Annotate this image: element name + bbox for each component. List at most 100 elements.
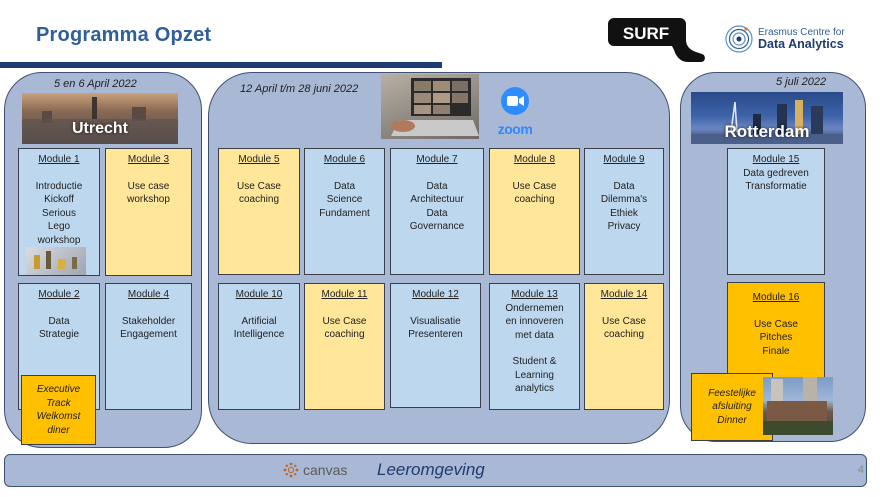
utrecht-image: Utrecht xyxy=(22,93,178,144)
module-16-title: Module 16 xyxy=(752,292,800,303)
module-line: coaching xyxy=(324,329,365,340)
executive-dinner-event[interactable]: Executive Track Welkomst diner xyxy=(21,375,96,445)
module-line: analytics xyxy=(515,383,554,394)
module-15-card[interactable]: Module 15 Data gedreven Transformatie xyxy=(727,148,825,275)
leeromgeving-label: Leeromgeving xyxy=(377,460,485,479)
canvas-logo-icon xyxy=(283,462,299,478)
rotterdam-city-label: Rotterdam xyxy=(724,122,810,141)
event-line: diner xyxy=(47,424,70,436)
module-line: Stakeholder xyxy=(121,315,176,327)
module-line: workshop xyxy=(37,234,81,246)
module-13-card[interactable]: Module 13 Ondernemen en innoveren met da… xyxy=(489,283,580,410)
module-line: Data gedreven xyxy=(743,167,809,179)
module-line: Data xyxy=(426,207,448,219)
module-14-card[interactable]: Module 14 Use Case coaching xyxy=(584,283,664,410)
module-line-gap xyxy=(490,342,579,355)
utrecht-skyline-icon xyxy=(22,97,178,144)
video-call-photo xyxy=(381,74,479,139)
rotterdam-skyline-icon xyxy=(691,100,843,144)
canvas-brand-text: canvas xyxy=(303,462,348,478)
module-line: Pitches xyxy=(759,332,793,343)
closing-dinner-event[interactable]: Feestelijke afsluiting Dinner xyxy=(691,373,773,441)
module-7-card[interactable]: Module 7 Data Architectuur Data Governan… xyxy=(390,148,484,275)
erasmus-logo: Erasmus Centre for Data Analytics xyxy=(724,22,864,56)
erasmus-line1: Erasmus Centre for xyxy=(758,27,845,38)
laptop-video-call-icon xyxy=(391,78,479,136)
module-line: Data xyxy=(333,180,356,192)
module-line: Fundament xyxy=(319,207,370,219)
canvas-brand: canvas xyxy=(283,462,347,478)
module-line: met data xyxy=(515,329,554,341)
zoom-wordmark: zoom xyxy=(497,121,533,137)
module-8-card[interactable]: Module 8 Use Case coaching xyxy=(489,148,580,275)
module-line: Transformatie xyxy=(745,181,807,192)
module-line: Finale xyxy=(762,345,790,357)
module-4-title: Module 4 xyxy=(127,289,170,300)
module-14-title: Module 14 xyxy=(600,289,648,300)
module-line: Science xyxy=(326,194,363,205)
canvas-learning-environment-bar[interactable]: canvas Leeromgeving 4 xyxy=(4,454,867,487)
zoom-camera-icon xyxy=(501,87,529,115)
module-line: Student & xyxy=(512,356,557,367)
module-3-title: Module 3 xyxy=(127,154,170,165)
module-6-card[interactable]: Module 6 Data Science Fundament xyxy=(304,148,385,275)
module-4-card[interactable]: Module 4 Stakeholder Engagement xyxy=(105,283,192,410)
module-line: Architectuur xyxy=(410,194,464,205)
rotterdam-date: 5 juli 2022 xyxy=(776,76,827,88)
module-12-card[interactable]: Module 12 Visualisatie Presenteren xyxy=(390,283,481,408)
module-8-title: Module 8 xyxy=(513,154,556,165)
module-9-card[interactable]: Module 9 Data Dilemma's Ethiek Privacy xyxy=(584,148,664,275)
venue-photo xyxy=(763,377,833,435)
module-line: Engagement xyxy=(120,329,177,340)
module-10-card[interactable]: Module 10 Artificial Intelligence xyxy=(218,283,300,410)
module-1-title: Module 1 xyxy=(38,154,80,165)
erasmus-line2: Data Analytics xyxy=(758,37,844,51)
module-11-card[interactable]: Module 11 Use Case coaching xyxy=(304,283,385,410)
module-line: workshop xyxy=(127,194,170,205)
module-line: en innoveren xyxy=(505,316,564,327)
module-3-card[interactable]: Module 3 Use case workshop xyxy=(105,148,192,276)
module-line: Artificial xyxy=(241,315,277,327)
module-line: Use Case xyxy=(237,180,281,192)
title-divider xyxy=(0,62,442,68)
module-line: Data xyxy=(48,315,70,327)
module-2-title: Module 2 xyxy=(38,289,80,300)
module-line: Ondernemen xyxy=(505,302,564,314)
utrecht-date: 5 en 6 April 2022 xyxy=(54,78,137,90)
module-12-title: Module 12 xyxy=(412,289,459,300)
module-7-title: Module 7 xyxy=(416,154,458,165)
module-16-card[interactable]: Module 16 Use Case Pitches Finale xyxy=(727,282,825,384)
online-date: 12 April t/m 28 juni 2022 xyxy=(240,83,359,95)
building-icon xyxy=(763,377,833,435)
rotterdam-image: Rotterdam xyxy=(691,92,843,144)
event-line: Executive xyxy=(36,384,81,395)
module-line: Use Case xyxy=(602,315,646,327)
module-line: coaching xyxy=(603,329,645,340)
event-line: afsluiting xyxy=(712,401,752,413)
zoom-logo: zoom xyxy=(492,86,538,136)
module-6-title: Module 6 xyxy=(323,154,366,165)
module-line: Use Case xyxy=(754,318,798,330)
module-line: Strategie xyxy=(38,329,80,340)
module-15-title: Module 15 xyxy=(752,154,800,165)
erasmus-circles-icon xyxy=(725,25,753,53)
module-line: Learning xyxy=(515,369,554,381)
module-line: Data xyxy=(613,180,635,192)
page-number: 4 xyxy=(857,464,864,476)
surf-logo-text: SURF xyxy=(623,24,669,43)
module-line: coaching xyxy=(514,194,555,205)
module-line: Ethiek xyxy=(610,207,638,219)
lego-photo xyxy=(26,247,86,275)
module-line: Data xyxy=(426,180,448,192)
module-line: Dilemma's xyxy=(600,194,648,205)
module-5-title: Module 5 xyxy=(238,154,280,165)
module-11-title: Module 11 xyxy=(321,289,368,300)
module-line: Intelligence xyxy=(233,329,285,340)
module-5-card[interactable]: Module 5 Use Case coaching xyxy=(218,148,300,275)
surf-logo: SURF xyxy=(608,18,705,62)
module-line: Use Case xyxy=(512,180,557,192)
module-line: Presenteren xyxy=(408,329,463,340)
module-line: Kickoff xyxy=(44,194,74,205)
module-line: coaching xyxy=(238,194,280,205)
module-line: Introductie xyxy=(35,180,83,192)
